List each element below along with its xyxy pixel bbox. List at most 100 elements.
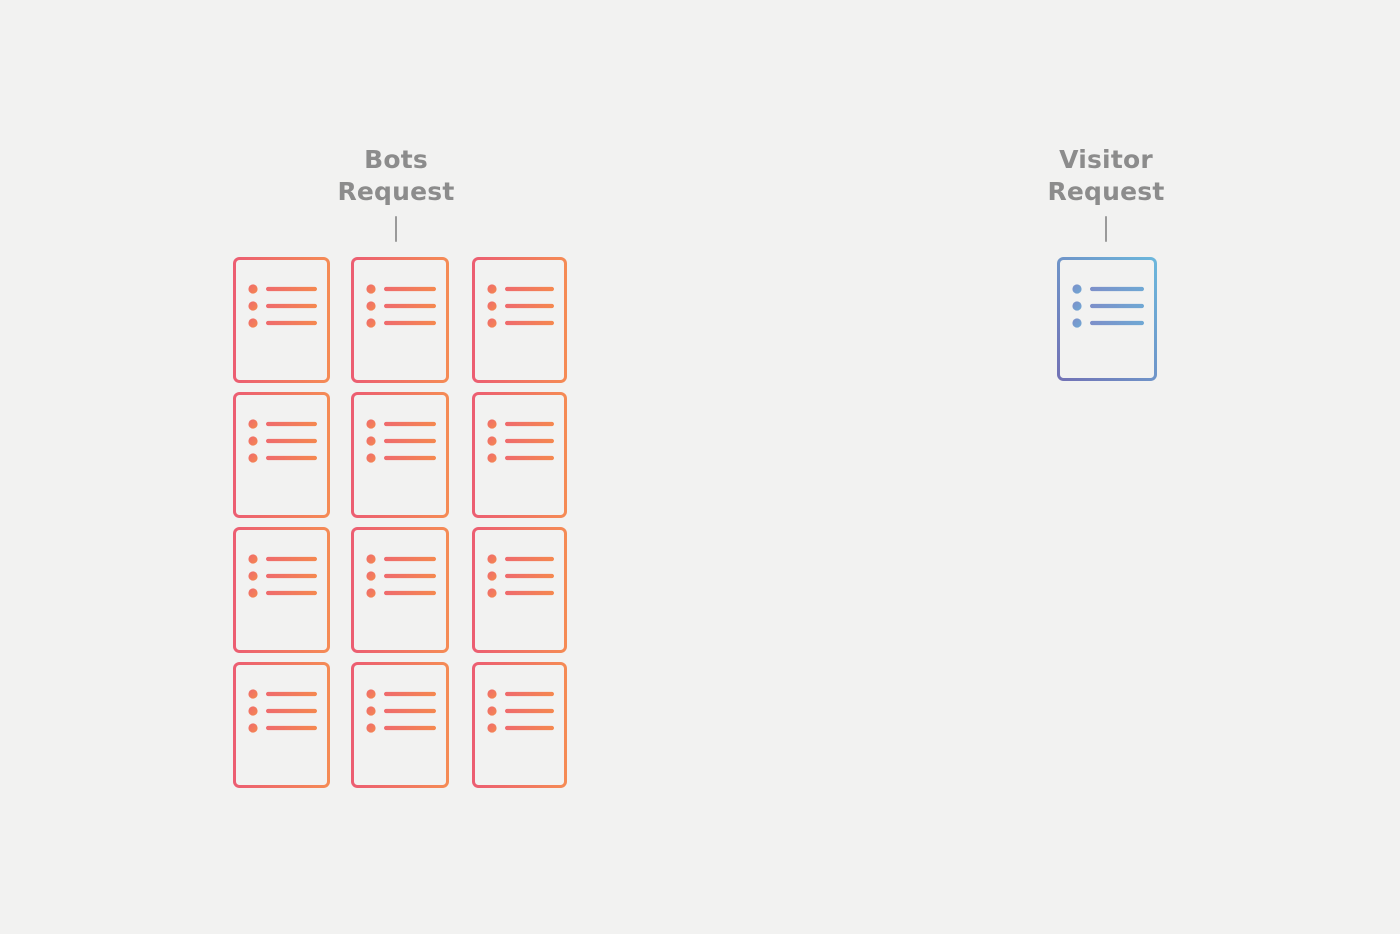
list-bullet-icon (366, 723, 376, 733)
document-list-icon (351, 527, 449, 653)
document-outline (472, 662, 567, 788)
document-outline (472, 392, 567, 518)
list-bullet-icon (487, 588, 497, 598)
list-bullet-icon (487, 723, 497, 733)
list-line (505, 320, 554, 326)
visitor-heading-line-2: Request (1047, 177, 1165, 206)
list-line (266, 303, 317, 309)
list-bullet-icon (487, 284, 497, 294)
list-line (266, 573, 317, 579)
document-list-icon (233, 662, 330, 788)
bots-heading-line-2: Request (337, 177, 455, 206)
document-list-icon (472, 257, 567, 383)
document-outline (472, 527, 567, 653)
list-bullet-icon (487, 554, 497, 564)
list-bullet-icon (1072, 318, 1082, 328)
bots-request-document-5 (351, 392, 449, 518)
list-line (505, 303, 554, 309)
list-bullet-icon (248, 318, 258, 328)
list-line (266, 455, 317, 461)
list-line (384, 421, 436, 427)
bots-request-document-8 (351, 527, 449, 653)
list-line (384, 556, 436, 562)
document-outline (351, 257, 449, 383)
document-list-icon (351, 662, 449, 788)
list-bullet-icon (248, 301, 258, 311)
list-line (266, 708, 317, 714)
list-bullet-icon (366, 419, 376, 429)
list-bullet-icon (248, 588, 258, 598)
list-bullet-icon (248, 419, 258, 429)
list-bullet-icon (487, 436, 497, 446)
document-list-icon (233, 392, 330, 518)
list-line (1090, 286, 1144, 292)
list-bullet-icon (366, 453, 376, 463)
document-list-icon (472, 527, 567, 653)
document-list-icon (233, 257, 330, 383)
list-line (384, 455, 436, 461)
list-bullet-icon (487, 318, 497, 328)
list-bullet-icon (366, 284, 376, 294)
bots-request-heading: Bots Request (296, 144, 496, 242)
visitor-heading-connector-tick (1105, 216, 1107, 242)
list-bullet-icon (487, 689, 497, 699)
list-bullet-icon (366, 301, 376, 311)
bots-request-document-grid (233, 257, 573, 792)
document-list-icon (472, 392, 567, 518)
list-line (505, 573, 554, 579)
visitor-request-document-grid (1057, 257, 1161, 387)
document-outline (1057, 257, 1157, 381)
list-line (384, 286, 436, 292)
document-outline (351, 392, 449, 518)
list-bullet-icon (487, 706, 497, 716)
list-line (505, 691, 554, 697)
list-bullet-icon (366, 554, 376, 564)
bots-request-document-3 (472, 257, 567, 383)
list-line (505, 438, 554, 444)
list-line (384, 320, 436, 326)
document-list-icon (351, 257, 449, 383)
bots-heading-connector-tick (395, 216, 397, 242)
document-outline (351, 527, 449, 653)
list-bullet-icon (366, 571, 376, 581)
document-list-icon (233, 527, 330, 653)
bots-request-document-6 (472, 392, 567, 518)
list-line (505, 455, 554, 461)
list-line (505, 725, 554, 731)
document-outline (233, 392, 330, 518)
list-line (384, 708, 436, 714)
list-bullet-icon (487, 571, 497, 581)
bots-request-document-2 (351, 257, 449, 383)
list-bullet-icon (366, 706, 376, 716)
document-list-icon (351, 392, 449, 518)
list-line (505, 421, 554, 427)
list-bullet-icon (1072, 301, 1082, 311)
list-bullet-icon (366, 689, 376, 699)
list-bullet-icon (366, 436, 376, 446)
list-bullet-icon (366, 318, 376, 328)
list-line (384, 303, 436, 309)
bots-request-document-4 (233, 392, 330, 518)
list-bullet-icon (248, 706, 258, 716)
list-line (266, 725, 317, 731)
list-line (266, 286, 317, 292)
list-bullet-icon (366, 588, 376, 598)
bots-heading-line-1: Bots (364, 145, 428, 174)
document-list-icon (1057, 257, 1157, 381)
list-line (266, 590, 317, 596)
list-bullet-icon (487, 301, 497, 311)
list-bullet-icon (248, 571, 258, 581)
list-bullet-icon (487, 419, 497, 429)
bots-request-document-7 (233, 527, 330, 653)
list-line (1090, 303, 1144, 309)
bots-request-document-11 (351, 662, 449, 788)
list-line (266, 556, 317, 562)
bots-request-document-1 (233, 257, 330, 383)
list-line (505, 286, 554, 292)
list-bullet-icon (248, 453, 258, 463)
visitor-request-heading: Visitor Request (1006, 144, 1206, 242)
bots-request-document-10 (233, 662, 330, 788)
list-bullet-icon (248, 284, 258, 294)
list-line (384, 725, 436, 731)
list-bullet-icon (248, 554, 258, 564)
